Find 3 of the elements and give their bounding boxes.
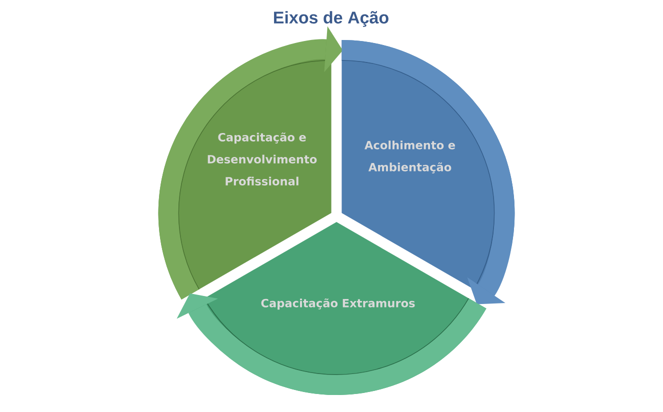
- curved-arrow: [176, 293, 486, 395]
- title: Eixos de Ação: [274, 11, 388, 27]
- cycle-segment: Capacitação Extramuros: [186, 222, 486, 395]
